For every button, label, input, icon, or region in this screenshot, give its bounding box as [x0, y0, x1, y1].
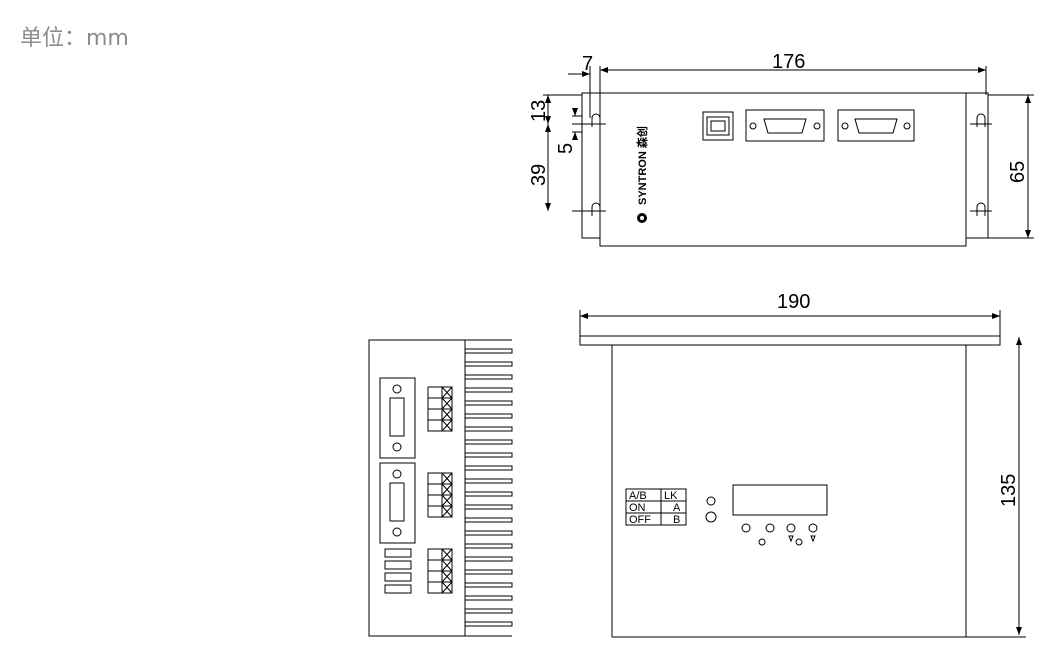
top-body — [599, 92, 967, 247]
dim-176: 176 — [772, 51, 805, 73]
slot-left-top — [591, 113, 601, 127]
switch-table-text: A/B LK ON A OFF B — [629, 490, 681, 526]
lcd-display — [732, 484, 828, 516]
front-view-dimensions — [579, 310, 1026, 638]
top-right-flange — [965, 92, 989, 239]
top-view-dimensions — [543, 66, 1034, 239]
dim-7: 7 — [582, 53, 593, 75]
svg-text:LK: LK — [664, 490, 678, 502]
slot-right-bottom — [976, 202, 986, 216]
svg-text:SYNTRON 森创: SYNTRON 森创 — [635, 126, 649, 205]
terminal-block-3 — [427, 548, 453, 594]
led-1 — [706, 496, 716, 506]
db9-connector-1 — [745, 109, 825, 142]
slot-right-top — [976, 113, 986, 127]
dim-135: 135 — [998, 474, 1020, 507]
front-body — [611, 344, 967, 638]
dim-39: 39 — [528, 164, 550, 186]
top-left-flange — [581, 92, 601, 239]
terminal-block-1 — [427, 386, 453, 432]
dim-13: 13 — [528, 100, 550, 122]
unit-label: 单位：mm — [20, 26, 129, 51]
top-view — [572, 92, 992, 247]
rj45-port — [702, 111, 734, 141]
svg-text:A/B: A/B — [629, 490, 647, 502]
side-view — [368, 339, 513, 637]
db9-connector-2 — [837, 109, 915, 142]
dim-65: 65 — [1007, 161, 1029, 183]
svg-text:A: A — [673, 502, 681, 514]
svg-text:OFF: OFF — [629, 514, 651, 526]
front-flange — [579, 335, 1001, 346]
front-view — [579, 335, 1001, 638]
side-db-connector-1 — [379, 377, 416, 459]
svg-text:ON: ON — [629, 502, 646, 514]
dim-5: 5 — [555, 143, 577, 154]
heatsink-fins — [464, 348, 513, 627]
terminal-block-2 — [427, 472, 453, 518]
side-db-connector-2 — [379, 462, 416, 544]
side-body — [368, 339, 466, 637]
switch-table — [625, 488, 687, 526]
svg-text:B: B — [673, 514, 680, 526]
led-2 — [705, 511, 717, 523]
vent-slots — [384, 548, 412, 594]
dim-190: 190 — [777, 291, 810, 313]
brand-logo: SYNTRON 森创 — [635, 126, 649, 223]
slot-left-bottom — [591, 202, 601, 216]
